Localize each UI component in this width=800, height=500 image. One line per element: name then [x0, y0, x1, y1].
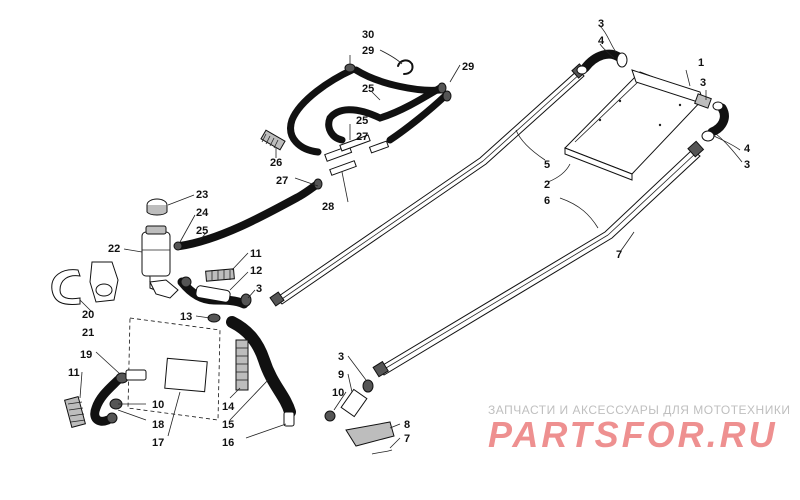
clamp-29-right — [437, 82, 452, 102]
fitting-19 — [125, 369, 147, 381]
callout-22: 22 — [108, 243, 120, 255]
reservoir-hose-25 — [176, 178, 323, 250]
callout-18: 18 — [152, 419, 164, 431]
bracket-20 — [51, 269, 81, 305]
callout-3: 3 — [598, 18, 604, 30]
callout-28: 28 — [322, 201, 334, 213]
reservoir-outlet-elbow — [149, 279, 179, 299]
spring-14 — [235, 339, 249, 391]
callout-3: 3 — [744, 159, 750, 171]
heat-exchanger-tube-6 — [372, 140, 705, 378]
spring-11-upper — [205, 268, 235, 282]
callout-13: 13 — [180, 311, 192, 323]
callout-30: 30 — [362, 29, 374, 41]
callout-11: 11 — [68, 367, 80, 379]
clamp-10-lower — [324, 410, 336, 422]
callout-10: 10 — [152, 399, 164, 411]
bracket-21 — [89, 261, 119, 303]
callout-11: 11 — [250, 248, 262, 260]
right-elbow-hose — [701, 101, 729, 142]
callout-1: 1 — [698, 57, 704, 69]
spring-11-lower — [64, 396, 86, 428]
callout-6: 6 — [544, 195, 550, 207]
callout-10: 10 — [332, 387, 344, 399]
callout-27: 27 — [276, 175, 288, 187]
clamp-29-left — [344, 63, 356, 73]
callout-20: 20 — [82, 309, 94, 321]
callout-26: 26 — [270, 157, 282, 169]
callout-25: 25 — [196, 225, 208, 237]
leader-lines — [79, 25, 743, 449]
radiator-top-bracket — [631, 69, 712, 109]
callout-25: 25 — [362, 83, 374, 95]
cover-8 — [345, 421, 395, 447]
callout-25: 25 — [356, 115, 368, 127]
hose-clamp-24 — [173, 241, 183, 251]
tee-fitting-27 — [324, 134, 390, 162]
callout-4: 4 — [744, 143, 751, 155]
callout-23: 23 — [196, 189, 208, 201]
callout-15: 15 — [222, 419, 234, 431]
callout-27: 27 — [356, 131, 368, 143]
spring-26 — [260, 129, 286, 151]
callout-16: 16 — [222, 437, 234, 449]
callout-4: 4 — [598, 35, 605, 47]
reservoir-cap — [146, 198, 168, 216]
lower-clamp-3 — [362, 379, 374, 393]
callout-21: 21 — [82, 327, 94, 339]
connector-12 — [195, 285, 231, 303]
callout-17: 17 — [152, 437, 164, 449]
callout-29: 29 — [362, 45, 374, 57]
callout-7: 7 — [404, 433, 410, 445]
callout-29: 29 — [462, 61, 474, 73]
callout-labels: 1 2 3 3 3 3 3 4 4 5 6 7 7 8 9 10 10 11 1… — [68, 18, 751, 449]
callout-9: 9 — [338, 369, 344, 381]
callout-2: 2 — [544, 179, 550, 191]
callout-5: 5 — [544, 159, 550, 171]
ring-30 — [397, 59, 414, 75]
callout-24: 24 — [196, 207, 209, 219]
watermark-logo: PARTSFOR.RU — [488, 414, 778, 455]
watermark-subtitle: ЗАПЧАСТИ И АКСЕССУАРЫ ДЛЯ МОТОТЕХНИКИ — [488, 403, 791, 417]
fitting-28 — [329, 160, 357, 176]
callout-7: 7 — [616, 249, 622, 261]
callout-8: 8 — [404, 419, 410, 431]
strap-7-lower — [371, 449, 393, 455]
upper-elbow-hose — [576, 49, 628, 75]
connector-9 — [340, 388, 368, 418]
callout-3: 3 — [700, 77, 706, 89]
callout-3: 3 — [256, 283, 262, 295]
callout-19: 19 — [80, 349, 92, 361]
large-hose-15 — [226, 316, 296, 427]
callout-12: 12 — [250, 265, 262, 277]
lower-left-hose — [90, 372, 129, 426]
callout-3: 3 — [338, 351, 344, 363]
callout-14: 14 — [222, 401, 235, 413]
panel-17 — [127, 317, 221, 421]
overflow-hose-loop — [287, 66, 449, 156]
